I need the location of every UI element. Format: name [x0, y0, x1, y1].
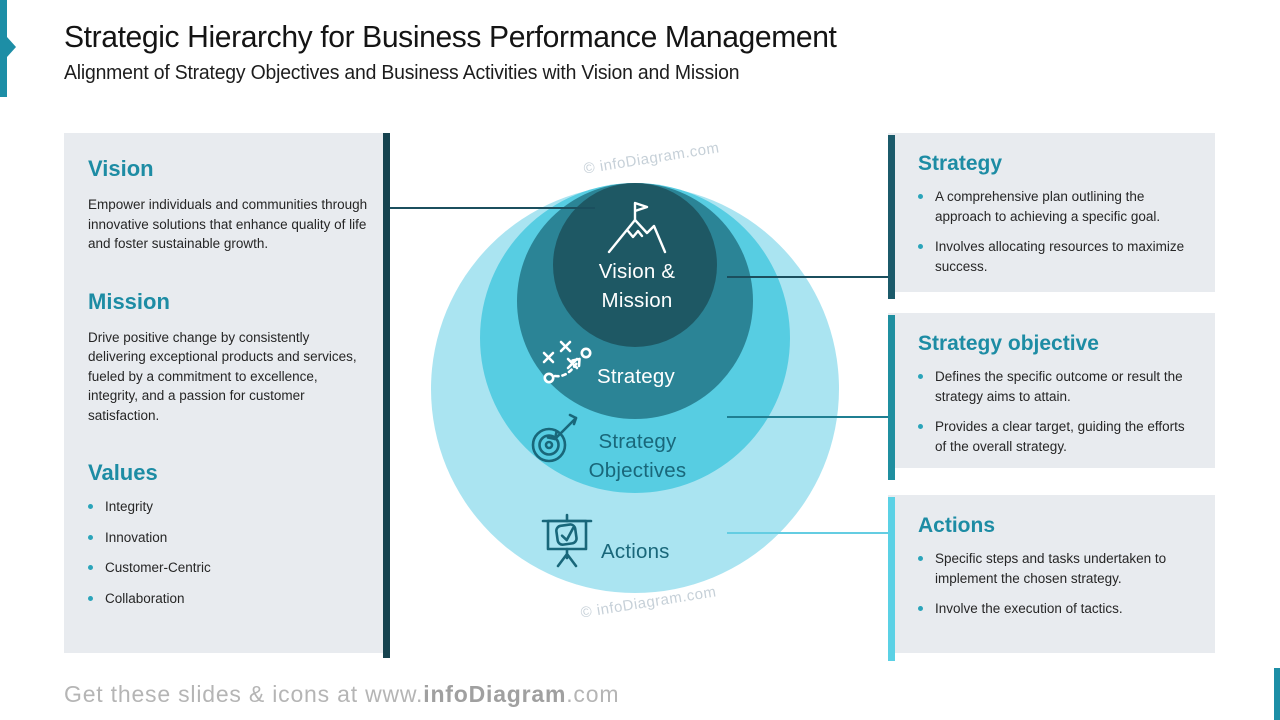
vision-body: Empower individuals and communities thro…	[88, 197, 368, 251]
left-panel-accent-bar	[383, 133, 390, 658]
list-item: Specific steps and tasks undertaken to i…	[918, 549, 1199, 588]
strategy-plan-icon	[542, 340, 592, 384]
strategy-objective-panel-list: Defines the specific outcome or result t…	[918, 367, 1199, 456]
slide-accent-bar-bottom	[1274, 668, 1280, 720]
list-item: Innovation	[88, 528, 370, 548]
vision-section: Vision Empower individuals and communiti…	[88, 156, 370, 254]
label-actions: Actions	[601, 540, 670, 563]
strategy-panel-heading: Strategy	[918, 152, 1003, 175]
list-item: Involve the execution of tactics.	[918, 599, 1199, 619]
bullet-dot-icon	[918, 244, 923, 249]
strategy-panel-accent-bar	[888, 135, 895, 299]
list-item: Integrity	[88, 497, 370, 517]
footer-prefix: Get these slides & icons at www.	[64, 681, 424, 707]
bullet-text: Defines the specific outcome or result t…	[935, 369, 1183, 404]
footer-credit: Get these slides & icons at www.infoDiag…	[64, 681, 619, 708]
bullet-text: Involves allocating resources to maximiz…	[935, 239, 1185, 274]
bullet-dot-icon	[918, 374, 923, 379]
actions-panel-heading: Actions	[918, 514, 996, 537]
actions-panel-accent-bar	[888, 497, 895, 661]
footer-brand: infoDiagram	[423, 681, 567, 707]
values-heading: Values	[88, 460, 158, 485]
list-item: Provides a clear target, guiding the eff…	[918, 417, 1199, 456]
mountain-flag-icon	[607, 201, 667, 254]
bullet-text: Provides a clear target, guiding the eff…	[935, 419, 1185, 454]
list-item: Customer-Centric	[88, 558, 370, 578]
label-strategy-objectives: Strategy Objectives	[588, 430, 687, 482]
watermark: © infoDiagram.com	[582, 139, 721, 178]
left-panel: Vision Empower individuals and communiti…	[64, 133, 390, 653]
bullet-text: Specific steps and tasks undertaken to i…	[935, 551, 1167, 586]
strategy-objective-panel-heading: Strategy objective	[918, 332, 1099, 355]
actions-panel: Actions Specific steps and tasks underta…	[888, 495, 1215, 653]
bullet-dot-icon	[88, 565, 93, 570]
slide-title: Strategic Hierarchy for Business Perform…	[64, 19, 837, 54]
values-section: Values Integrity Innovation Customer-Cen…	[88, 460, 370, 608]
list-item: Collaboration	[88, 589, 370, 609]
bullet-text: A comprehensive plan outlining the appro…	[935, 189, 1161, 224]
list-item: Involves allocating resources to maximiz…	[918, 237, 1199, 276]
mission-body: Drive positive change by consistently de…	[88, 329, 357, 423]
value-label: Customer-Centric	[105, 560, 211, 575]
value-label: Integrity	[105, 499, 154, 514]
bullet-dot-icon	[88, 504, 93, 509]
connector-vision-left	[390, 207, 595, 209]
strategy-objective-panel-accent-bar	[888, 315, 895, 480]
connector-objective-right	[727, 416, 888, 418]
bullet-dot-icon	[918, 556, 923, 561]
slide-accent-bar	[0, 0, 7, 97]
slide-subtitle: Alignment of Strategy Objectives and Bus…	[64, 62, 740, 84]
bullet-dot-icon	[918, 194, 923, 199]
strategy-objective-panel: Strategy objective Defines the specific …	[888, 313, 1215, 468]
actions-panel-list: Specific steps and tasks undertaken to i…	[918, 549, 1199, 619]
connector-strategy-right	[727, 276, 888, 278]
mission-heading: Mission	[88, 288, 170, 314]
bullet-text: Involve the execution of tactics.	[935, 601, 1123, 616]
bullet-dot-icon	[88, 534, 93, 540]
vision-heading: Vision	[88, 156, 154, 181]
list-item: Defines the specific outcome or result t…	[918, 367, 1199, 406]
bullet-dot-icon	[918, 424, 923, 429]
strategy-panel: Strategy A comprehensive plan outlining …	[888, 133, 1215, 292]
mission-section: Mission Drive positive change by consist…	[88, 289, 370, 426]
bullet-dot-icon	[918, 606, 923, 611]
bullet-dot-icon	[88, 595, 93, 601]
values-list: Integrity Innovation Customer-Centric Co…	[88, 497, 370, 608]
strategy-panel-list: A comprehensive plan outlining the appro…	[918, 187, 1199, 276]
slide-accent-chevron-icon	[7, 37, 16, 57]
label-strategy: Strategy	[597, 365, 675, 388]
footer-suffix: .com	[566, 681, 620, 707]
value-label: Innovation	[105, 529, 168, 545]
connector-actions-right	[727, 532, 888, 534]
presentation-board-icon	[541, 513, 593, 568]
list-item: A comprehensive plan outlining the appro…	[918, 187, 1199, 226]
label-vision-mission: Vision & Mission	[598, 260, 676, 312]
value-label: Collaboration	[105, 590, 185, 606]
target-arrow-icon	[531, 413, 578, 463]
